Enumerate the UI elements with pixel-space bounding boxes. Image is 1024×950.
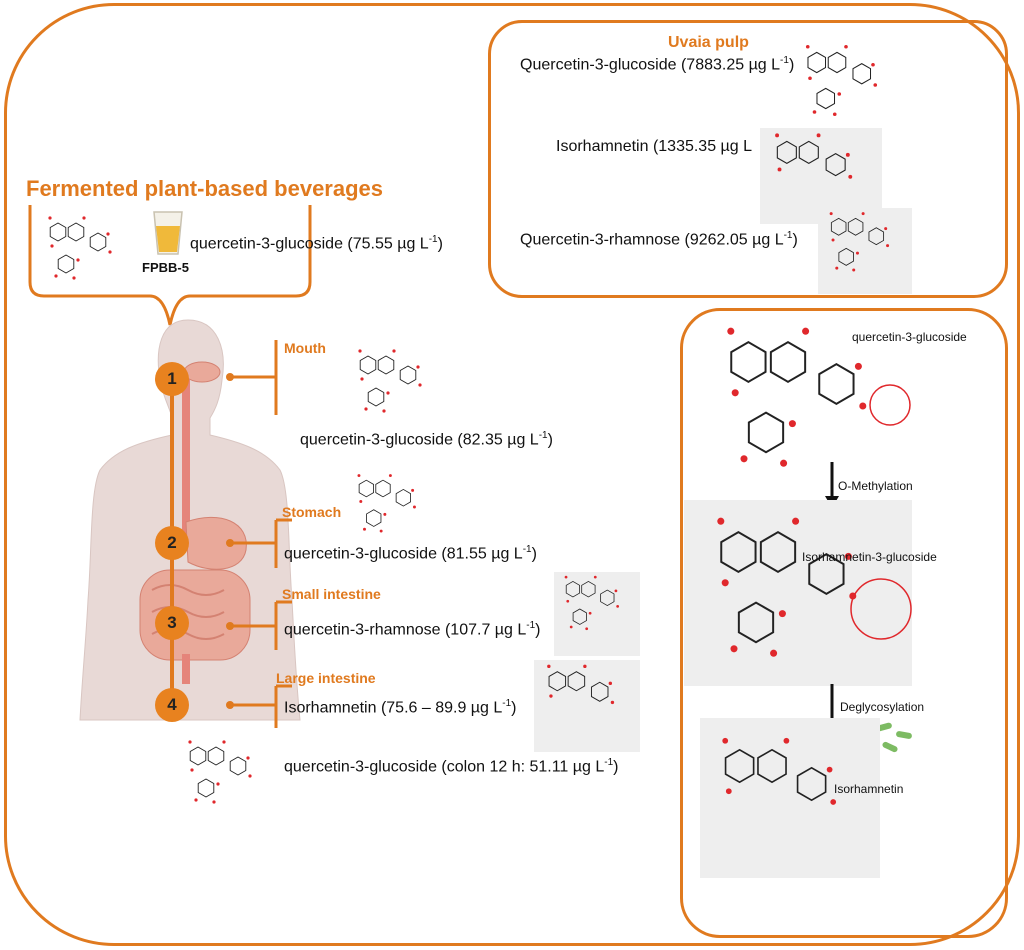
small-intestine-compound-close: ) — [535, 621, 541, 639]
uvaia-item-1-exp: -1 — [780, 55, 789, 66]
colon-compound: quercetin-3-glucoside (colon 12 h: 51.11… — [284, 757, 618, 776]
step-4-marker: 4 — [155, 688, 189, 722]
beverage-compound-close: ) — [437, 235, 443, 253]
step-2-marker: 2 — [155, 526, 189, 560]
small-intestine-compound-exp: -1 — [526, 620, 536, 631]
beverages-bracket — [28, 205, 312, 326]
large-intestine-compound-close: ) — [511, 699, 517, 717]
uvaia-molecule-3 — [829, 212, 890, 272]
beverage-cup-icon — [153, 211, 183, 255]
large-intestine-compound: Isorhamnetin (75.6 – 89.9 µg L-1) — [284, 698, 516, 717]
pathway-compound-2: Isorhamnetin-3-glucoside — [802, 550, 937, 564]
mouth-compound: quercetin-3-glucoside (82.35 µg L-1) — [300, 430, 553, 449]
uvaia-molecule-1 — [805, 44, 878, 117]
step-3-marker: 3 — [155, 606, 189, 640]
large-intestine-compound-text: Isorhamnetin (75.6 – 89.9 µg L — [284, 699, 503, 717]
stomach-compound-exp: -1 — [522, 544, 532, 555]
step-1-marker: 1 — [155, 362, 189, 396]
uvaia-item-2-text: Isorhamnetin (1335.35 µg L — [556, 138, 753, 155]
stomach-compound-text: quercetin-3-glucoside (81.55 µg L — [284, 545, 523, 563]
beverage-compound: quercetin-3-glucoside (75.55 µg L-1) — [190, 234, 443, 253]
colon-compound-close: ) — [613, 758, 619, 776]
large-intestine-compound-exp: -1 — [502, 698, 512, 709]
uvaia-item-3: Quercetin-3-rhamnose (9262.05 µg L-1) — [520, 230, 798, 249]
colon-compound-exp: -1 — [604, 757, 614, 768]
uvaia-pulp-panel — [488, 20, 1008, 298]
beverage-compound-text: quercetin-3-glucoside (75.55 µg L — [190, 235, 429, 253]
pathway-step-2: Deglycosylation — [840, 700, 925, 714]
pathway-molecule-2-bg — [684, 500, 912, 686]
beverages-title: Fermented plant-based beverages — [26, 176, 384, 201]
stomach-compound-close: ) — [531, 545, 537, 563]
stomach-molecule — [357, 474, 416, 533]
site-stomach: Stomach — [282, 504, 342, 520]
mouth-compound-text: quercetin-3-glucoside (82.35 µg L — [300, 431, 539, 449]
mouth-molecule — [358, 349, 422, 413]
site-mouth: Mouth — [284, 340, 326, 356]
small-intestine-compound-text: quercetin-3-rhamnose (107.7 µg L — [284, 621, 527, 639]
uvaia-item-1: Quercetin-3-glucoside (7883.25 µg L-1) — [520, 55, 794, 74]
colon-compound-text: quercetin-3-glucoside (colon 12 h: 51.11… — [284, 758, 605, 776]
pathway-molecule-2 — [717, 517, 857, 657]
site-small-intestine: Small intestine — [282, 586, 381, 602]
beverage-cup-label: FPBB-5 — [142, 260, 189, 275]
pathway-panel — [680, 308, 1008, 938]
pathway-molecule-3-bg — [700, 718, 880, 878]
uvaia-molecule-3-bg — [818, 208, 912, 294]
uvaia-item-3-exp: -1 — [783, 230, 793, 241]
large-intestine-molecule — [547, 664, 615, 705]
pathway-molecule-1 — [727, 327, 867, 467]
uvaia-item-3-text: Quercetin-3-rhamnose (9262.05 µg L — [520, 231, 784, 249]
site-large-intestine: Large intestine — [276, 670, 376, 686]
uvaia-item-1-close: ) — [788, 56, 795, 74]
uvaia-molecule-2 — [775, 133, 853, 179]
pathway-highlight-1 — [869, 384, 911, 426]
stomach-compound: quercetin-3-glucoside (81.55 µg L-1) — [284, 544, 537, 563]
colon-molecule — [188, 740, 252, 804]
pathway-step-1: O-Methylation — [838, 479, 913, 493]
pathway-compound-3: Isorhamnetin — [834, 782, 904, 796]
outer-frame — [4, 3, 1020, 946]
uvaia-pulp-title: Uvaia pulp — [668, 34, 749, 51]
pathway-molecule-3 — [722, 737, 837, 805]
small-intestine-compound: quercetin-3-rhamnose (107.7 µg L-1) — [284, 620, 540, 639]
small-intestine-molecule — [564, 575, 620, 631]
pathway-compound-1: quercetin-3-glucoside — [852, 330, 967, 344]
pathway-highlight-2 — [850, 578, 912, 640]
uvaia-item-3-close: ) — [792, 231, 798, 249]
mouth-compound-exp: -1 — [538, 430, 548, 441]
small-intestine-molecule-bg — [554, 572, 640, 656]
mouth-compound-close: ) — [547, 431, 553, 449]
beverage-molecule — [48, 216, 112, 280]
beverage-compound-exp: -1 — [428, 234, 438, 245]
uvaia-item-2: Isorhamnetin (1335.35 µg L — [556, 138, 752, 156]
uvaia-item-1-text: Quercetin-3-glucoside (7883.25 µg L — [520, 56, 781, 74]
